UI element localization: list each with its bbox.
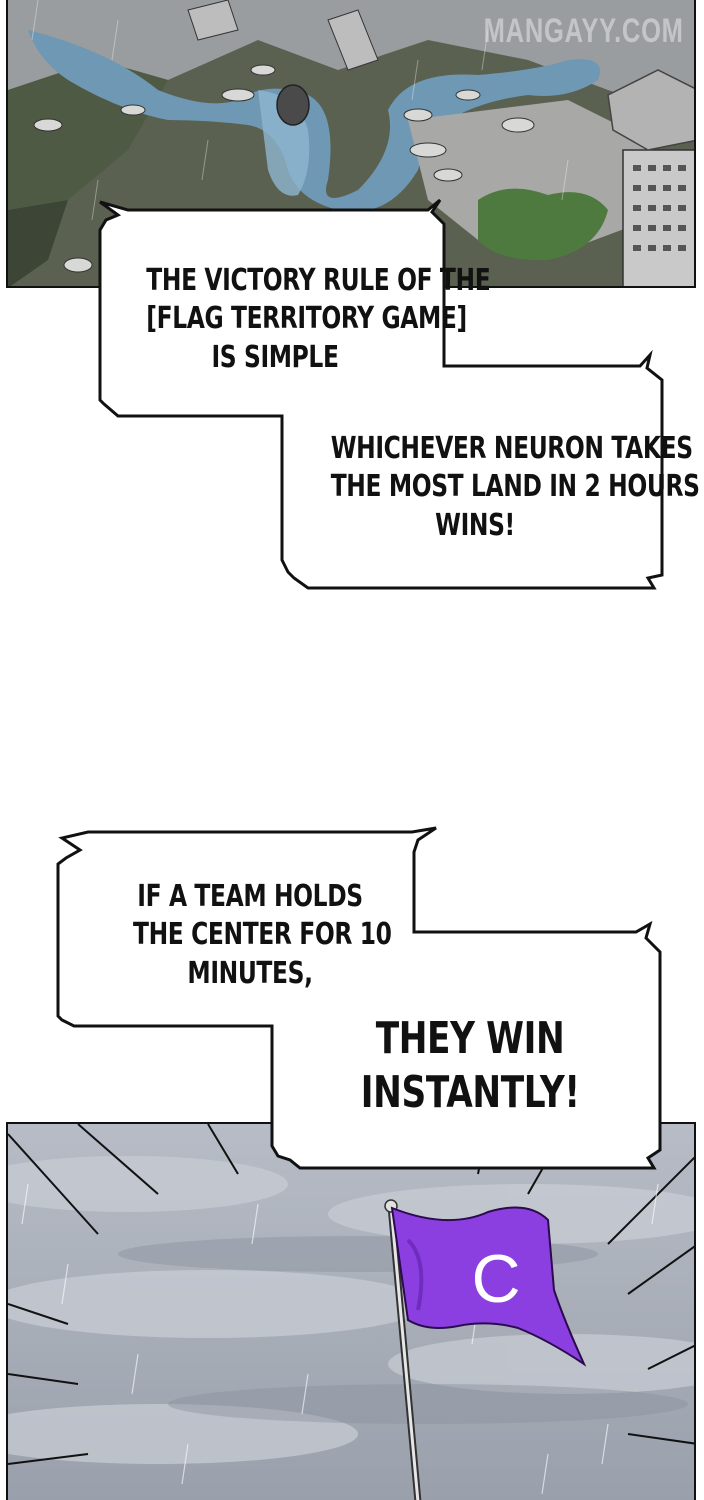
speech-bubble-group-1 [98,198,664,590]
speech-bubble-group-2 [56,826,662,1170]
ruins-illustration [8,0,694,286]
bubble-2-line-3: WINS! [435,507,515,543]
bubble-1-line-1: THE VICTORY RULE OF THE [146,263,491,298]
bubble-3-line-1: IF A TEAM HOLDS [137,879,363,914]
bubble-3-line-2: THE CENTER FOR 10 [133,917,392,953]
bubble-1-line-3: IS SIMPLE [211,339,339,375]
bubble-1-line-2: [FLAG TERRITORY GAME] [146,301,467,337]
sky-flag-illustration [8,1124,694,1500]
bubble-4-line-1: THEY WIN [375,1013,565,1064]
flag-cloth [390,1206,587,1367]
watermark: MANGAYY.COM [483,12,684,50]
bubble-2-line-1: WHICHEVER NEURON TAKES [330,431,693,466]
bubble-2-line-2: THE MOST LAND IN 2 HOURS [330,469,700,505]
bubble-1-text: THE VICTORY RULE OF THE [FLAG TERRITORY … [146,262,491,377]
bubble-3-line-3: MINUTES, [187,955,313,991]
flag: C [390,1206,587,1367]
bubble-2-text: WHICHEVER NEURON TAKES THE MOST LAND IN … [330,430,700,545]
bubble-4-text: THEY WIN INSTANTLY! [360,1012,580,1119]
bubble-3-text: IF A TEAM HOLDS THE CENTER FOR 10 MINUTE… [133,878,392,993]
bubble-4-line-2: INSTANTLY! [360,1066,580,1118]
top-panel: MANGAYY.COM [6,0,696,288]
flag-letter: C [471,1241,520,1317]
